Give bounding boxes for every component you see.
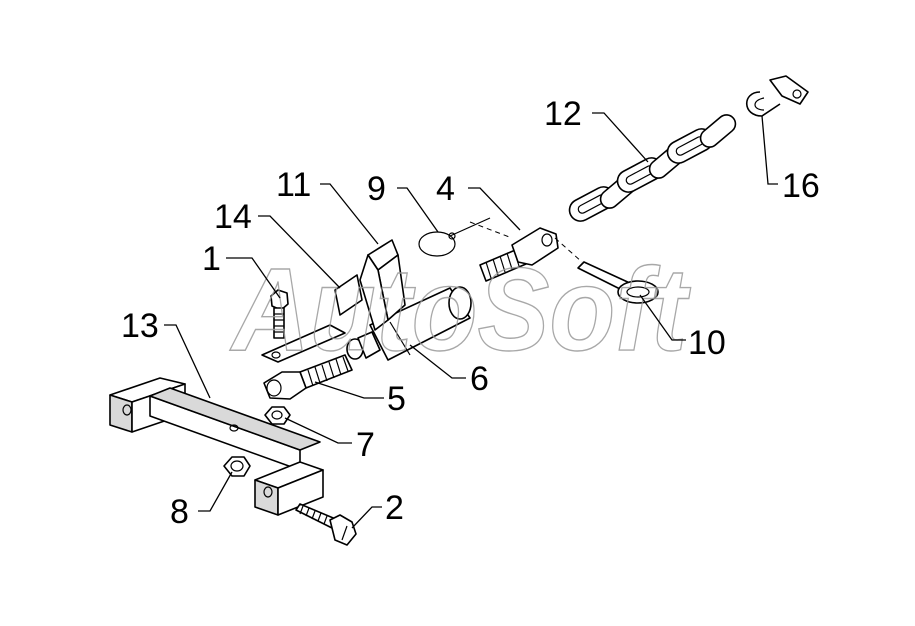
callout-10: 10 (688, 324, 726, 362)
callout-14: 14 (214, 198, 252, 236)
callout-13: 13 (121, 307, 159, 345)
callout-1: 1 (202, 240, 221, 278)
second-clevis-end (479, 227, 559, 282)
small-bolt (270, 289, 289, 339)
callout-8: 8 (170, 493, 189, 531)
shackle (745, 75, 809, 117)
lock-nut (264, 406, 291, 425)
bracket-plate (261, 274, 363, 363)
callout-2: 2 (385, 489, 404, 527)
callout-16: 16 (782, 167, 820, 205)
callout-7: 7 (356, 426, 375, 464)
long-pin (577, 261, 659, 304)
chain (568, 114, 737, 222)
callout-6: 6 (470, 360, 489, 398)
callout-11: 11 (276, 166, 311, 204)
callout-9: 9 (367, 170, 386, 208)
callout-4: 4 (436, 170, 455, 208)
watermark-text: AutoSoft (229, 244, 691, 376)
turnbuckle-body (346, 286, 472, 361)
hex-nut (223, 456, 251, 477)
hex-bolt (295, 503, 357, 546)
cross-bar-frame (109, 377, 324, 516)
leader-lines (164, 112, 778, 529)
retaining-clip (359, 239, 406, 331)
assembly-axis-line (469, 221, 583, 263)
threaded-clevis-end (263, 354, 353, 400)
pin-with-ring (418, 217, 491, 257)
callout-5: 5 (387, 380, 406, 418)
callout-12: 12 (544, 95, 582, 133)
